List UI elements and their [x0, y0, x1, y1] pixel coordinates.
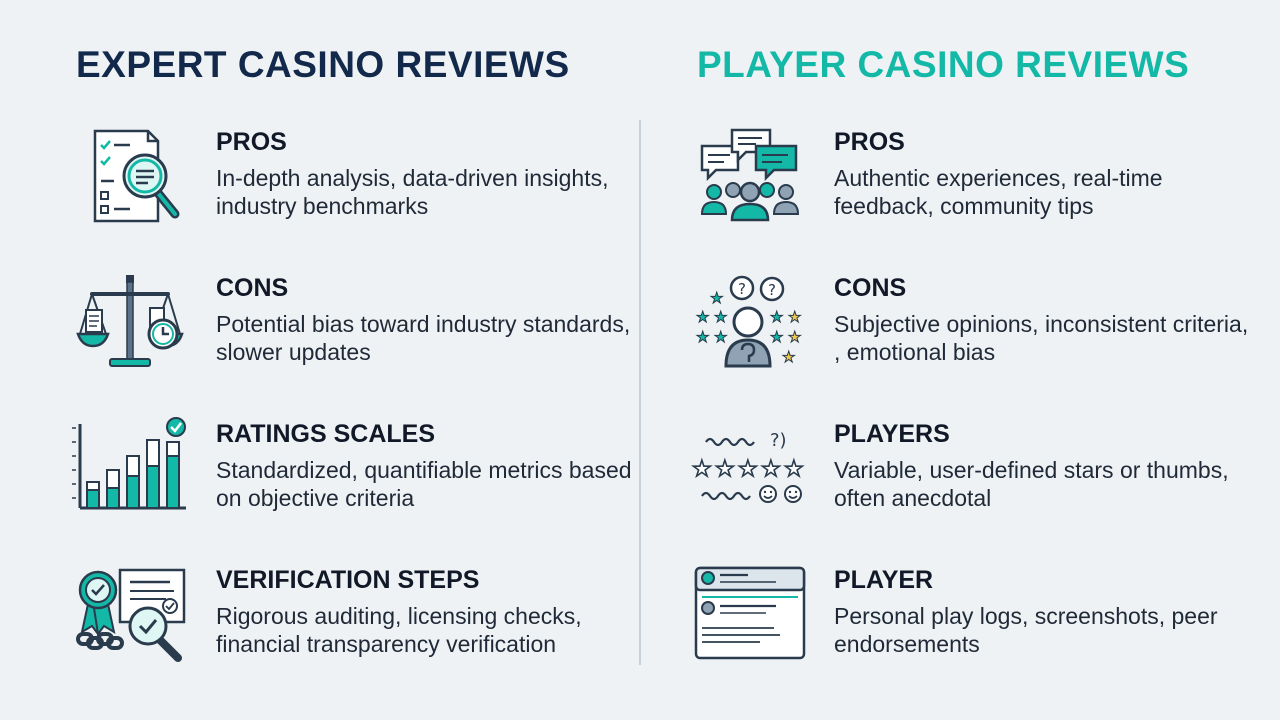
- player-cons-title: CONS: [834, 274, 907, 302]
- document-magnifier-icon: [70, 126, 190, 226]
- player-players-text: Variable, user-defined stars or thumbs, …: [834, 457, 1229, 511]
- person-stars-question-icon: ? ? ★ ★ ★ ★ ★ ★ ★ ★ ★ ★: [688, 270, 808, 370]
- svg-text:★: ★: [738, 457, 758, 482]
- player-pros-text: Authentic experiences, real-time feedbac…: [834, 165, 1163, 219]
- expert-cons-title: CONS: [216, 274, 289, 302]
- svg-text:★: ★: [788, 308, 801, 326]
- stars-squiggle-icon: ?) ★ ★ ★ ★ ★: [688, 416, 808, 516]
- balance-scale-clock-icon: [70, 272, 190, 372]
- expert-ratings-text: Standardized, quantifiable metrics based…: [216, 457, 632, 511]
- badge-certificate-icon: [70, 564, 190, 664]
- player-player-text: Personal play logs, screenshots, peer en…: [834, 603, 1218, 657]
- expert-pros-text: In-depth analysis, data-driven insights,…: [216, 165, 609, 219]
- svg-text:★: ★: [761, 457, 781, 482]
- bar-chart-check-icon: [66, 416, 186, 516]
- svg-text:★: ★: [782, 348, 795, 366]
- player-players-title: PLAYERS: [834, 420, 950, 448]
- svg-text:★: ★: [784, 457, 804, 482]
- svg-text:?: ?: [738, 280, 746, 298]
- expert-column-title: EXPERT CASINO REVIEWS: [76, 44, 570, 85]
- player-column-title: PLAYER CASINO REVIEWS: [697, 44, 1190, 85]
- svg-text:★: ★: [715, 457, 735, 482]
- svg-text:★: ★: [770, 328, 783, 346]
- review-card-icon: [690, 564, 810, 664]
- svg-text:★: ★: [788, 328, 801, 346]
- player-pros-title: PROS: [834, 128, 905, 156]
- svg-text:★: ★: [692, 457, 712, 482]
- svg-text:★: ★: [714, 308, 727, 326]
- expert-pros-title: PROS: [216, 128, 287, 156]
- svg-text:?: ?: [768, 281, 776, 299]
- expert-cons-text: Potential bias toward industry standards…: [216, 311, 631, 365]
- column-divider: [639, 120, 641, 665]
- svg-text:★: ★: [696, 328, 709, 346]
- player-cons-text: Subjective opinions, inconsistent criter…: [834, 311, 1249, 365]
- svg-text:?): ?): [770, 430, 787, 451]
- community-chat-icon: [690, 124, 810, 224]
- expert-verification-text: Rigorous auditing, licensing checks, fin…: [216, 603, 582, 657]
- svg-text:★: ★: [710, 289, 723, 307]
- player-player-title: PLAYER: [834, 566, 934, 594]
- expert-ratings-title: RATINGS SCALES: [216, 420, 435, 448]
- svg-text:★: ★: [770, 308, 783, 326]
- svg-text:★: ★: [714, 328, 727, 346]
- svg-text:★: ★: [696, 308, 709, 326]
- expert-verification-title: VERIFICATION STEPS: [216, 566, 480, 594]
